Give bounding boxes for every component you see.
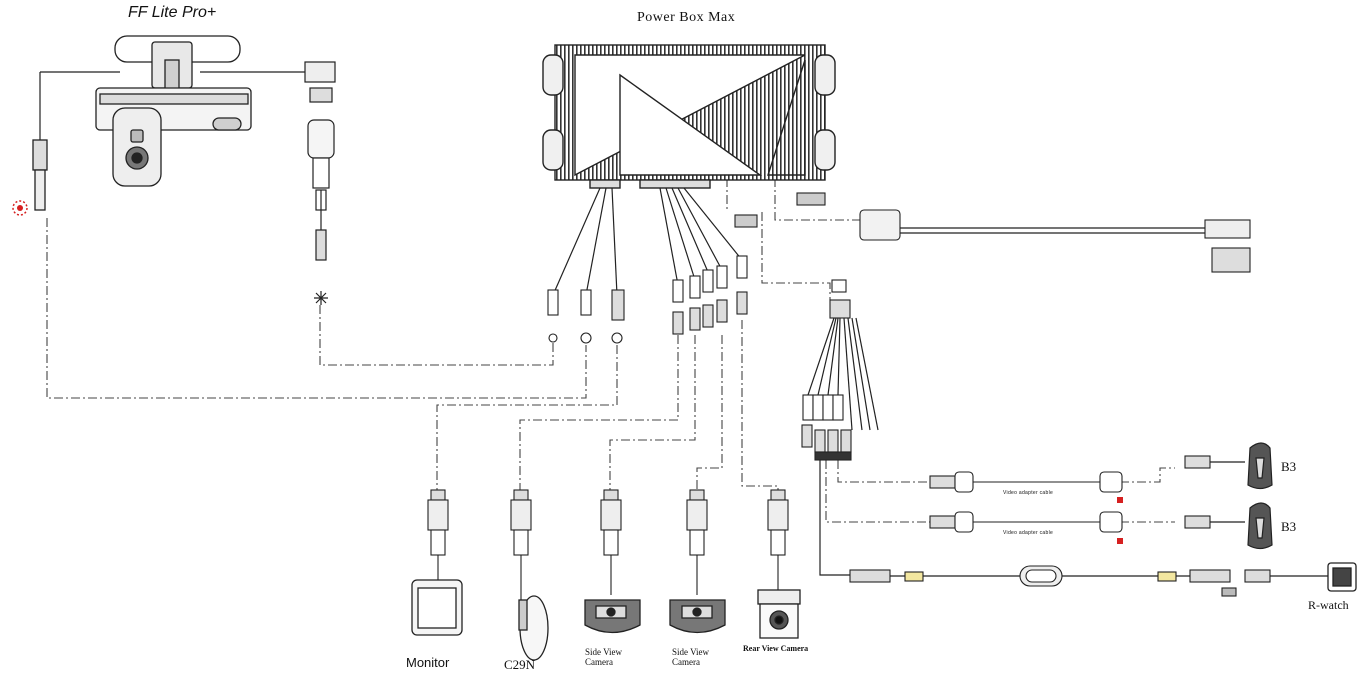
- r-watch-device: [1327, 562, 1357, 592]
- power-box-aux-connectors: [734, 192, 1251, 273]
- video-adapter-cable-1: [929, 455, 1211, 503]
- power-box-max: [542, 44, 836, 189]
- dashcam-harness-connector: [304, 61, 336, 305]
- b3-camera-bottom: [1247, 502, 1273, 550]
- r-watch-cable: [849, 565, 1271, 597]
- side-view-camera-2-device: [669, 599, 726, 634]
- b3-top-label: B3: [1281, 459, 1297, 474]
- rear-view-camera-device: [757, 589, 801, 639]
- ground-connector-icon: [12, 200, 28, 216]
- c29n-device: [518, 595, 549, 661]
- monitor-connector: [427, 489, 449, 580]
- b3-camera-top: [1247, 442, 1273, 490]
- side-view-camera-2-connector: [686, 489, 708, 595]
- power-box-output-connectors: [547, 255, 748, 344]
- rear-view-camera-label: Rear View Camera: [743, 644, 809, 653]
- rear-view-camera-connector: [767, 489, 789, 590]
- monitor-device: [411, 579, 463, 636]
- solid-wiring: [39, 71, 1330, 577]
- monitor-label: Monitor: [406, 655, 450, 670]
- side-view-camera-1-connector: [600, 489, 622, 595]
- breakout-harness: [801, 279, 852, 461]
- b3-bottom-label: B3: [1281, 519, 1297, 534]
- side-view-camera-1-device: [584, 599, 641, 634]
- ff-lite-pro-label: FF Lite Pro+: [128, 4, 217, 21]
- video-adapter-cable-2-label: Video adapter cable: [1003, 530, 1054, 536]
- r-watch-label: R-watch: [1308, 598, 1349, 612]
- c29n-label: C29N: [504, 657, 536, 672]
- video-adapter-cable-1-label: Video adapter cable: [1003, 490, 1054, 496]
- c29n-connector: [510, 489, 532, 600]
- power-box-max-label: Power Box Max: [637, 10, 736, 25]
- video-adapter-cable-2: [929, 511, 1211, 544]
- side-view-camera-2-label: Side View Camera: [672, 647, 710, 668]
- dashed-wiring: [46, 178, 1175, 523]
- ff-lite-pro-device: [32, 35, 252, 211]
- side-view-camera-1-label: Side View Camera: [585, 647, 623, 668]
- bottom-connectors: [427, 489, 789, 600]
